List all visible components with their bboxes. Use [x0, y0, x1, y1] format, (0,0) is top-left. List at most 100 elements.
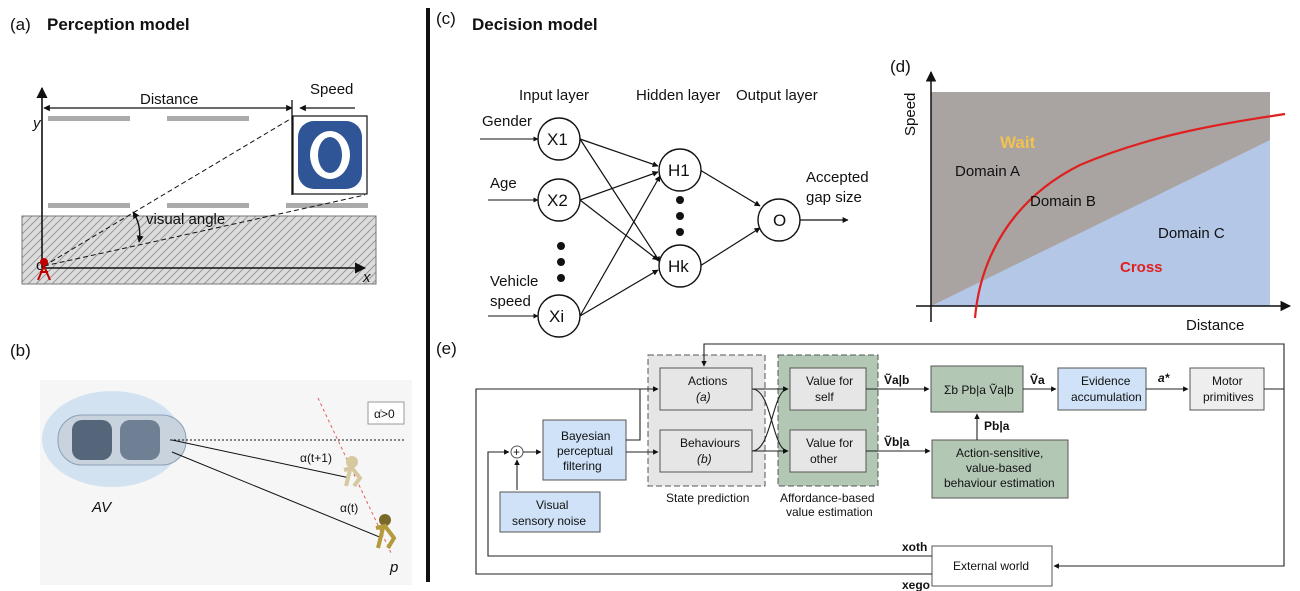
ellipsis-dot: [557, 258, 565, 266]
value-self-box: [789, 367, 867, 411]
output-layer-label: Output layer: [736, 87, 818, 104]
panel-c-tag: (c): [436, 9, 456, 28]
svg-text:perceptual: perceptual: [557, 444, 613, 458]
input-age: Age: [490, 175, 517, 192]
angle-arc: [132, 211, 144, 243]
pedestrian-t-icon: [375, 514, 397, 550]
v-ab-label: Ṽa|b: [884, 372, 909, 387]
node-h1: H1: [658, 148, 702, 192]
alpha-dot-box: [367, 401, 405, 425]
origin-label: o: [36, 257, 44, 274]
svg-text:(b): (b): [697, 452, 712, 466]
behaviours-box: [659, 429, 753, 473]
output-label-2: gap size: [806, 189, 862, 206]
svg-text:X2: X2: [547, 191, 568, 210]
lane-mark: [48, 116, 130, 121]
angle-label: visual angle: [146, 211, 225, 228]
svg-text:Motor: Motor: [1212, 374, 1243, 388]
svg-text:H1: H1: [668, 161, 690, 180]
svg-text:External world: External world: [953, 559, 1029, 573]
node-x1: X1: [537, 117, 581, 161]
pedestrian-t1-icon: [343, 456, 363, 488]
svg-text:Behaviours: Behaviours: [680, 436, 740, 450]
boundary-curve: [973, 112, 1286, 319]
alpha-t1-label: α(t+1): [300, 451, 332, 465]
sight-line-top: [43, 117, 293, 267]
svg-text:Visual: Visual: [536, 498, 568, 512]
actions-box: [659, 367, 753, 411]
svg-text:+: +: [513, 445, 520, 459]
motor-box: [1189, 367, 1265, 411]
svg-text:O: O: [773, 211, 786, 230]
lane-mark: [286, 203, 368, 208]
d-xlabel: Distance: [1186, 317, 1244, 334]
state-prediction-label: State prediction: [666, 491, 749, 505]
svg-text:Evidence: Evidence: [1081, 374, 1131, 388]
ellipsis-dot: [557, 274, 565, 282]
panel-d: (d) Speed Distance Wait Domain A Domain …: [890, 57, 1292, 334]
input-speed: speed: [490, 293, 531, 310]
node-x2: X2: [537, 178, 581, 222]
x-axis-label: x: [362, 269, 371, 286]
action-sensitive-box: [931, 439, 1069, 499]
y-axis-label: y: [32, 115, 42, 132]
panel-e-tag: (e): [436, 339, 457, 358]
domain-b-label: Domain B: [1030, 193, 1096, 210]
svg-text:primitives: primitives: [1203, 390, 1254, 404]
lane-mark: [167, 203, 249, 208]
svg-text:value-based: value-based: [966, 461, 1031, 475]
v-a-label: Ṽa: [1030, 372, 1045, 387]
p-ba-label: Pb|a: [984, 419, 1010, 433]
car-icon: [292, 115, 368, 195]
panel-a-tag: (a): [10, 15, 31, 34]
panel-a: (a) Perception model y x o Distance Spee…: [10, 15, 377, 286]
d-ylabel: Speed: [902, 93, 919, 136]
ellipsis-dot: [676, 196, 684, 204]
visual-noise-box: [499, 491, 601, 533]
panel-c: (c) Decision model Input layer Hidden la…: [436, 9, 869, 338]
svg-text:other: other: [810, 452, 837, 466]
x-oth-label: xoth: [902, 540, 927, 554]
affordance-label-2: value estimation: [786, 505, 873, 519]
panel-b: (b) AV α̇>0 α(t+1) α(t) p: [10, 341, 412, 585]
lane-mark: [48, 203, 130, 208]
svg-text:Value for: Value for: [806, 436, 853, 450]
svg-text:Bayesian: Bayesian: [561, 429, 610, 443]
panel-e: (e) State prediction Affordance-based va…: [436, 339, 1285, 591]
svg-text:behaviour estimation: behaviour estimation: [944, 476, 1055, 490]
panel-c-title: Decision model: [472, 15, 598, 34]
sight-line-t: [171, 451, 383, 539]
alpha-dot-label: α̇>0: [374, 407, 395, 421]
output-label-1: Accepted: [806, 169, 869, 186]
network-connections: [579, 138, 849, 317]
sight-line-bottom: [43, 194, 366, 267]
x-ego-label: xego: [902, 578, 930, 591]
panel-d-tag: (d): [890, 57, 911, 76]
sidewalk: [21, 215, 377, 285]
svg-text:sensory noise: sensory noise: [512, 514, 586, 528]
av-label: AV: [91, 499, 113, 516]
value-other-box: [789, 429, 867, 473]
affordance-label-1: Affordance-based: [780, 491, 875, 505]
v-ba-label: Ṽb|a: [884, 434, 910, 449]
ellipsis-dot: [557, 242, 565, 250]
svg-text:(a): (a): [696, 390, 711, 404]
pedestrian-icon: [37, 258, 51, 281]
ellipsis-dot: [676, 228, 684, 236]
sum-box: [930, 365, 1024, 413]
svg-text:Action-sensitive,: Action-sensitive,: [956, 446, 1043, 460]
svg-text:Xi: Xi: [549, 307, 564, 326]
evidence-box: [1057, 367, 1147, 411]
node-o: O: [757, 198, 801, 242]
hidden-layer-label: Hidden layer: [636, 87, 720, 104]
panel-a-title: Perception model: [47, 15, 190, 34]
svg-text:X1: X1: [547, 130, 568, 149]
input-vehicle: Vehicle: [490, 273, 538, 290]
distance-label: Distance: [140, 91, 198, 108]
av-car-icon: [57, 414, 187, 466]
flow-arrows: [475, 343, 1285, 575]
lane-mark: [167, 116, 249, 121]
p-label: p: [389, 559, 398, 576]
sight-line-t1: [171, 439, 351, 479]
speed-label: Speed: [310, 81, 353, 98]
